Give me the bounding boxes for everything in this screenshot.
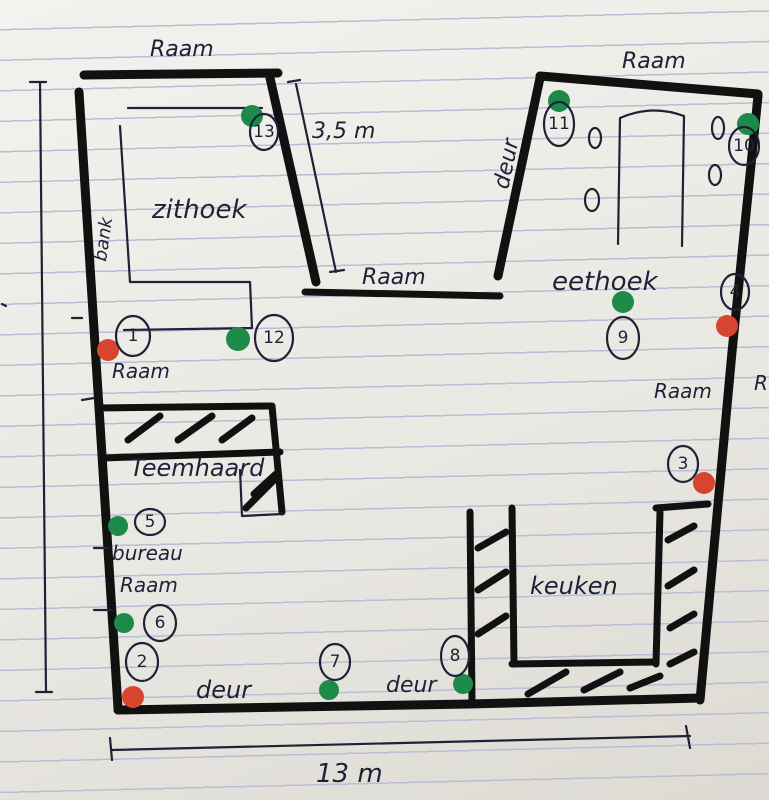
chair-1 (587, 126, 603, 150)
wall-kitchen-right-inner (652, 508, 664, 668)
dimension-horizontal (108, 724, 692, 762)
label-fireplace: Teemhaard (130, 454, 265, 482)
marker-12-number: 12 (263, 328, 285, 348)
markers: 1 2 3 4 5 6 7 8 9 10 (97, 90, 761, 708)
hatch-fireplace-box (242, 470, 280, 512)
wall-right (695, 91, 763, 705)
marker-8-number: 8 (450, 646, 461, 666)
marker-12-circle (253, 313, 295, 363)
label-window-top-left: Raam (150, 37, 214, 62)
labels: Raam Raam Raam Raam Raam Raam R deur deu… (90, 37, 768, 789)
label-measure-vertical: 3,5 m (312, 119, 375, 144)
marker-7-dot (319, 680, 339, 700)
label-kitchen: keuken (530, 572, 618, 600)
wall-seating-right (265, 73, 321, 287)
marker-2-circle (124, 641, 160, 683)
chair-3 (710, 115, 726, 141)
marker-4-dot (716, 315, 738, 337)
marker-6-dot (114, 613, 134, 633)
marker-1-dot (97, 339, 119, 361)
label-window-left-lower: Raam (120, 573, 178, 597)
marker-6-circle (142, 603, 178, 643)
wall-fireplace-top (94, 402, 274, 412)
marker-8-circle (439, 634, 471, 678)
wall-bottom (113, 693, 705, 715)
hatching (124, 412, 698, 698)
marker-8-dot (453, 674, 473, 694)
marker-9-dot (612, 291, 634, 313)
label-door-bottom-2: deur (386, 673, 438, 698)
fireplace-box-outline (238, 468, 284, 518)
wall-middle-window (301, 288, 504, 300)
marker-3-dot (693, 472, 715, 494)
walls (74, 68, 763, 715)
marker-7-circle (318, 642, 352, 682)
label-bench: bank (90, 214, 117, 262)
wall-fireplace-side (268, 402, 286, 516)
marker-1-number: 1 (128, 326, 139, 346)
marker-3-circle (666, 444, 700, 484)
wall-fireplace-bottom (100, 448, 284, 462)
marker-10-number: 10 (733, 136, 755, 156)
label-window-right: Raam (654, 379, 712, 403)
label-window-top-right: Raam (622, 49, 686, 74)
marker-1-circle (114, 314, 152, 358)
label-window-left-upper: Raam (112, 359, 170, 383)
wall-top-left (79, 68, 283, 80)
marker-4-circle (719, 272, 751, 312)
marker-10-circle (727, 125, 761, 167)
marker-10-dot (737, 113, 759, 135)
label-door-bottom-1: deur (196, 676, 253, 704)
hatch-kitchen-bottom (524, 668, 664, 698)
wall-kitchen-right-outer (652, 500, 712, 512)
hatch-kitchen-right (664, 522, 698, 668)
chair-2 (583, 187, 601, 213)
sofa-outline (118, 124, 254, 332)
marker-3-number: 3 (678, 454, 689, 474)
label-seating-area: zithoek (151, 195, 247, 225)
marker-11-circle (542, 100, 576, 148)
marker-13-circle (248, 112, 280, 152)
marker-7-number: 7 (330, 652, 341, 672)
marker-2-dot (122, 686, 144, 708)
marker-2-number: 2 (137, 652, 148, 672)
pen-details (0, 78, 726, 762)
hatch-fireplace (124, 412, 256, 444)
marker-13-number: 13 (253, 122, 275, 142)
marker-9-number: 9 (618, 328, 629, 348)
wall-kitchen-left-inner (508, 504, 518, 668)
chair-4 (707, 163, 723, 187)
marker-5-number: 5 (145, 512, 156, 532)
marker-13-dot (241, 105, 263, 127)
marker-4-number: 4 (730, 282, 741, 302)
marker-9-circle (605, 315, 641, 361)
dining-table (616, 109, 686, 248)
dimension-vertical-total (28, 80, 54, 694)
marker-6-number: 6 (155, 613, 166, 633)
marker-11-number: 11 (548, 114, 570, 134)
label-measure-horizontal: 13 m (316, 759, 383, 789)
marker-5-dot (108, 516, 128, 536)
label-dining-area: eethoek (552, 267, 659, 297)
marker-5-circle (133, 507, 167, 537)
tick-left-2 (80, 396, 96, 402)
hatch-kitchen-left (474, 528, 510, 638)
wall-top-right (535, 71, 763, 99)
wall-kitchen-bottom-inner (508, 658, 660, 668)
label-window-middle: Raam (362, 265, 426, 290)
wall-left (74, 87, 123, 713)
label-office: bureau (112, 541, 183, 565)
dimension-vertical-3-5m (286, 78, 346, 274)
tick-left-5 (0, 302, 8, 308)
label-window-right-cut: R (754, 371, 768, 395)
marker-12-dot (226, 327, 250, 351)
wall-kitchen-left (466, 508, 476, 704)
wall-door-diagonal (493, 73, 545, 281)
